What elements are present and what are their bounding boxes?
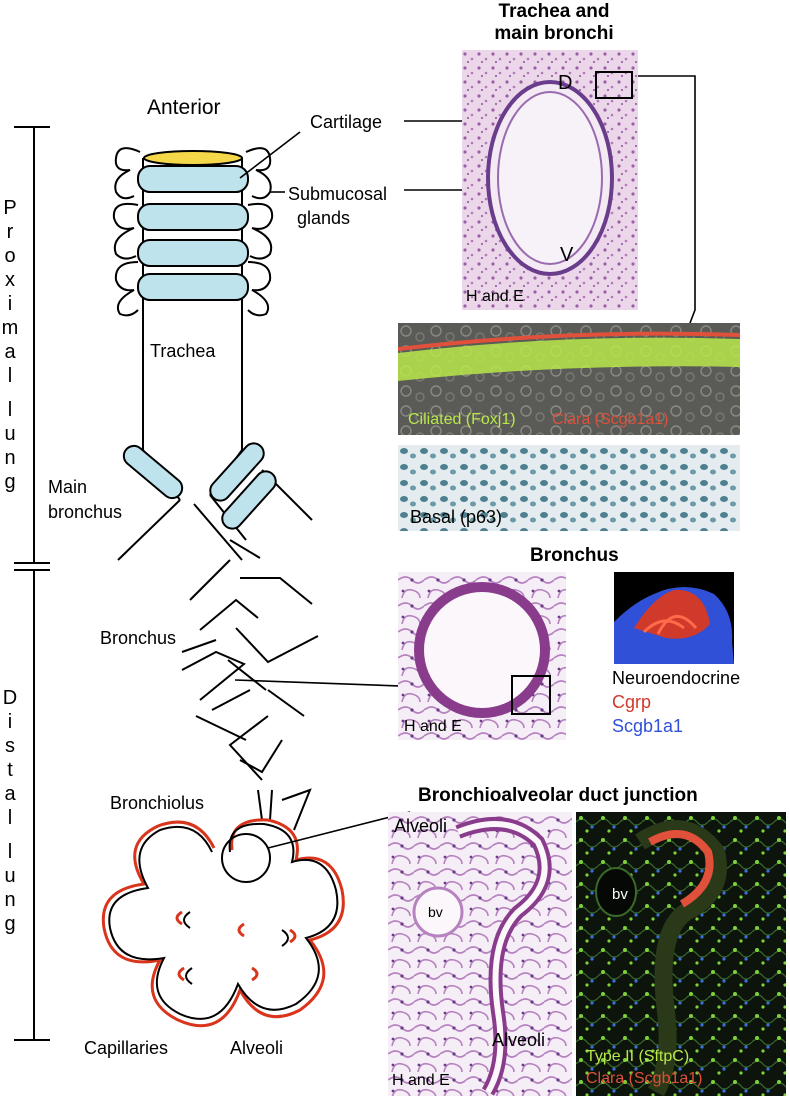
scgb1a1-label: Scgb1a1 <box>612 716 684 736</box>
submucosal-label-1: Submucosal <box>288 184 388 204</box>
type2-label: Type II (SftpC) <box>586 1048 690 1065</box>
badj-he-image <box>388 812 572 1096</box>
anterior-label: Anterior <box>147 96 221 119</box>
cgrp-label: Cgrp <box>612 692 652 712</box>
bronchus-cartilage <box>122 442 277 530</box>
badj-heading: Bronchioalveolar duct junction <box>418 785 698 806</box>
alveoli-cluster <box>101 818 345 1028</box>
badj-fluorescence-image <box>576 812 786 1096</box>
basal-micrograph: Basal (p63) <box>398 445 740 531</box>
trachea-he-image <box>462 50 638 310</box>
trachea-heading-1: Trachea and <box>498 1 610 22</box>
bv-fl-label: bv <box>612 886 628 903</box>
neuroendocrine-micrograph <box>614 572 734 664</box>
ciliated-label: Ciliated (Foxj1) <box>408 411 516 428</box>
alveoli-top-label: Alveoli <box>394 816 448 836</box>
neuroendocrine-image <box>614 572 734 664</box>
basal-image <box>398 445 740 531</box>
trachea-label: Trachea <box>150 341 216 361</box>
dorsal-label: D <box>558 72 573 94</box>
main-bronchus-label-1: Main <box>48 477 88 497</box>
ventral-label: V <box>560 244 574 266</box>
bronchus-label: Bronchus <box>100 628 177 648</box>
main-bronchus-label-2: bronchus <box>48 502 123 522</box>
submucosal-glands <box>112 147 274 317</box>
badj-stain-label: H and E <box>392 1072 450 1089</box>
bronchus-he-micrograph: H and E <box>398 572 566 740</box>
badj-fluorescence-micrograph: bv Type II (SftpC) Clara (Scgb1a1) <box>576 812 786 1096</box>
distal-airways <box>181 539 319 831</box>
trachea-stain-label: H and E <box>466 288 524 305</box>
bronchus-he-image <box>398 572 566 740</box>
bv-he-label: bv <box>428 904 443 920</box>
ciliated-clara-micrograph: Ciliated (Foxj1) Clara (Scgb1a1) <box>398 323 740 435</box>
clara-label: Clara (Scgb1a1) <box>552 411 669 428</box>
distal-scale-bar <box>14 569 50 1041</box>
bronchus-stain-label: H and E <box>404 718 462 735</box>
capillaries-label: Capillaries <box>84 1038 169 1058</box>
submucosal-label-2: glands <box>297 208 351 228</box>
alveoli-label: Alveoli <box>230 1038 284 1058</box>
badj-he-micrograph: Alveoli bv Alveoli H and E <box>388 812 572 1096</box>
trachea-he-micrograph: D V H and E <box>462 50 638 310</box>
neuro-label: Neuroendocrine <box>612 668 741 688</box>
trachea-heading-2: main bronchi <box>494 23 614 44</box>
basal-label: Basal (p63) <box>410 507 503 527</box>
bronchiolus-label: Bronchiolus <box>110 793 205 813</box>
bronchus-heading: Bronchus <box>530 545 619 566</box>
cartilage-label: Cartilage <box>310 112 383 132</box>
ciliated-clara-image <box>398 323 740 435</box>
cartilage-rings <box>137 165 249 301</box>
alveoli-bottom-label: Alveoli <box>492 1030 546 1050</box>
clara-fl-label: Clara (Scgb1a1) <box>586 1070 703 1087</box>
proximal-scale-bar <box>14 126 50 564</box>
